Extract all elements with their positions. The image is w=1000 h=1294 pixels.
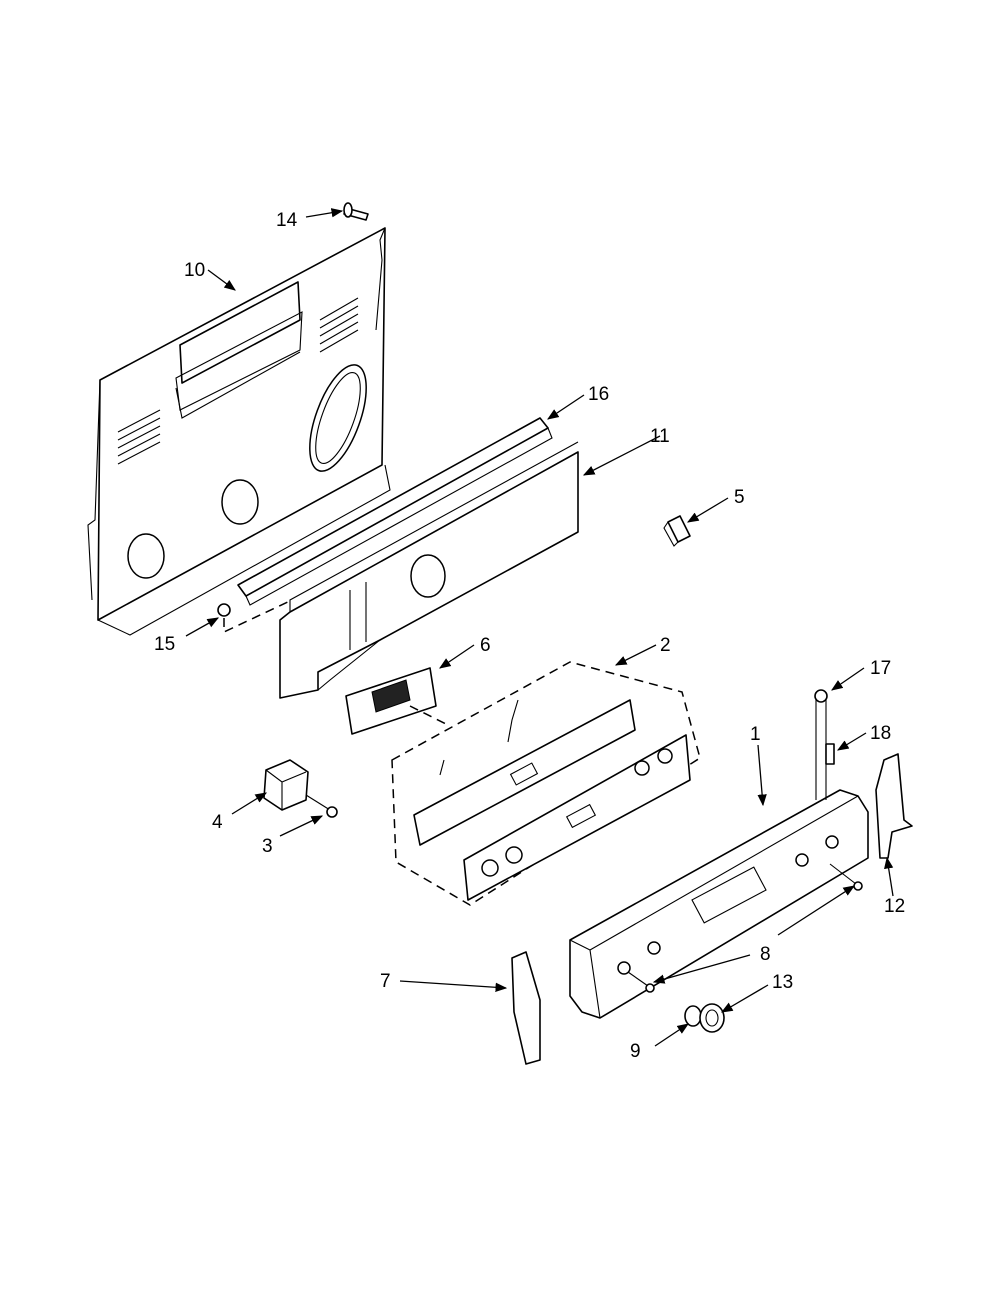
part-18 — [825, 743, 835, 765]
callout-7: 7 — [380, 971, 391, 992]
callout-5: 5 — [734, 487, 745, 508]
leader-lines — [185, 208, 894, 1047]
end-bracket-right-12 — [875, 753, 913, 859]
shafts-8 — [627, 863, 863, 993]
screw-3 — [305, 794, 338, 818]
callout-9: 9 — [630, 1041, 641, 1062]
callout-3: 3 — [262, 836, 273, 857]
back-panel — [87, 227, 391, 636]
callout-10: 10 — [184, 260, 205, 281]
callout-13: 13 — [772, 972, 793, 993]
callout-8: 8 — [760, 944, 771, 965]
callout-18: 18 — [870, 723, 891, 744]
callout-17: 17 — [870, 658, 891, 679]
control-board-6 — [345, 667, 451, 735]
screw-14 — [343, 202, 369, 221]
console-back-panel — [279, 441, 579, 699]
infinite-switch-4 — [263, 759, 309, 811]
callout-4: 4 — [212, 812, 223, 833]
vent-slots-left — [117, 409, 161, 465]
callout-labels: 14 10 16 11 5 15 6 2 17 18 1 4 3 12 8 7 … — [154, 210, 905, 1062]
end-bracket-left-7 — [511, 951, 541, 1065]
console-assembly-2 — [391, 661, 701, 906]
nut-15 — [217, 599, 293, 634]
callout-11: 11 — [650, 426, 670, 447]
knob-9-13 — [684, 1003, 725, 1033]
callout-14: 14 — [276, 210, 298, 231]
callout-6: 6 — [480, 635, 491, 656]
control-panel-1 — [569, 789, 869, 1019]
callout-15: 15 — [154, 634, 175, 655]
switch-5 — [663, 515, 691, 547]
vent-slots-right — [319, 297, 359, 353]
callout-2: 2 — [660, 635, 671, 656]
callout-1: 1 — [750, 724, 761, 745]
callout-12: 12 — [884, 896, 905, 917]
control-bracket-strip — [237, 417, 553, 606]
callout-16: 16 — [588, 384, 609, 405]
